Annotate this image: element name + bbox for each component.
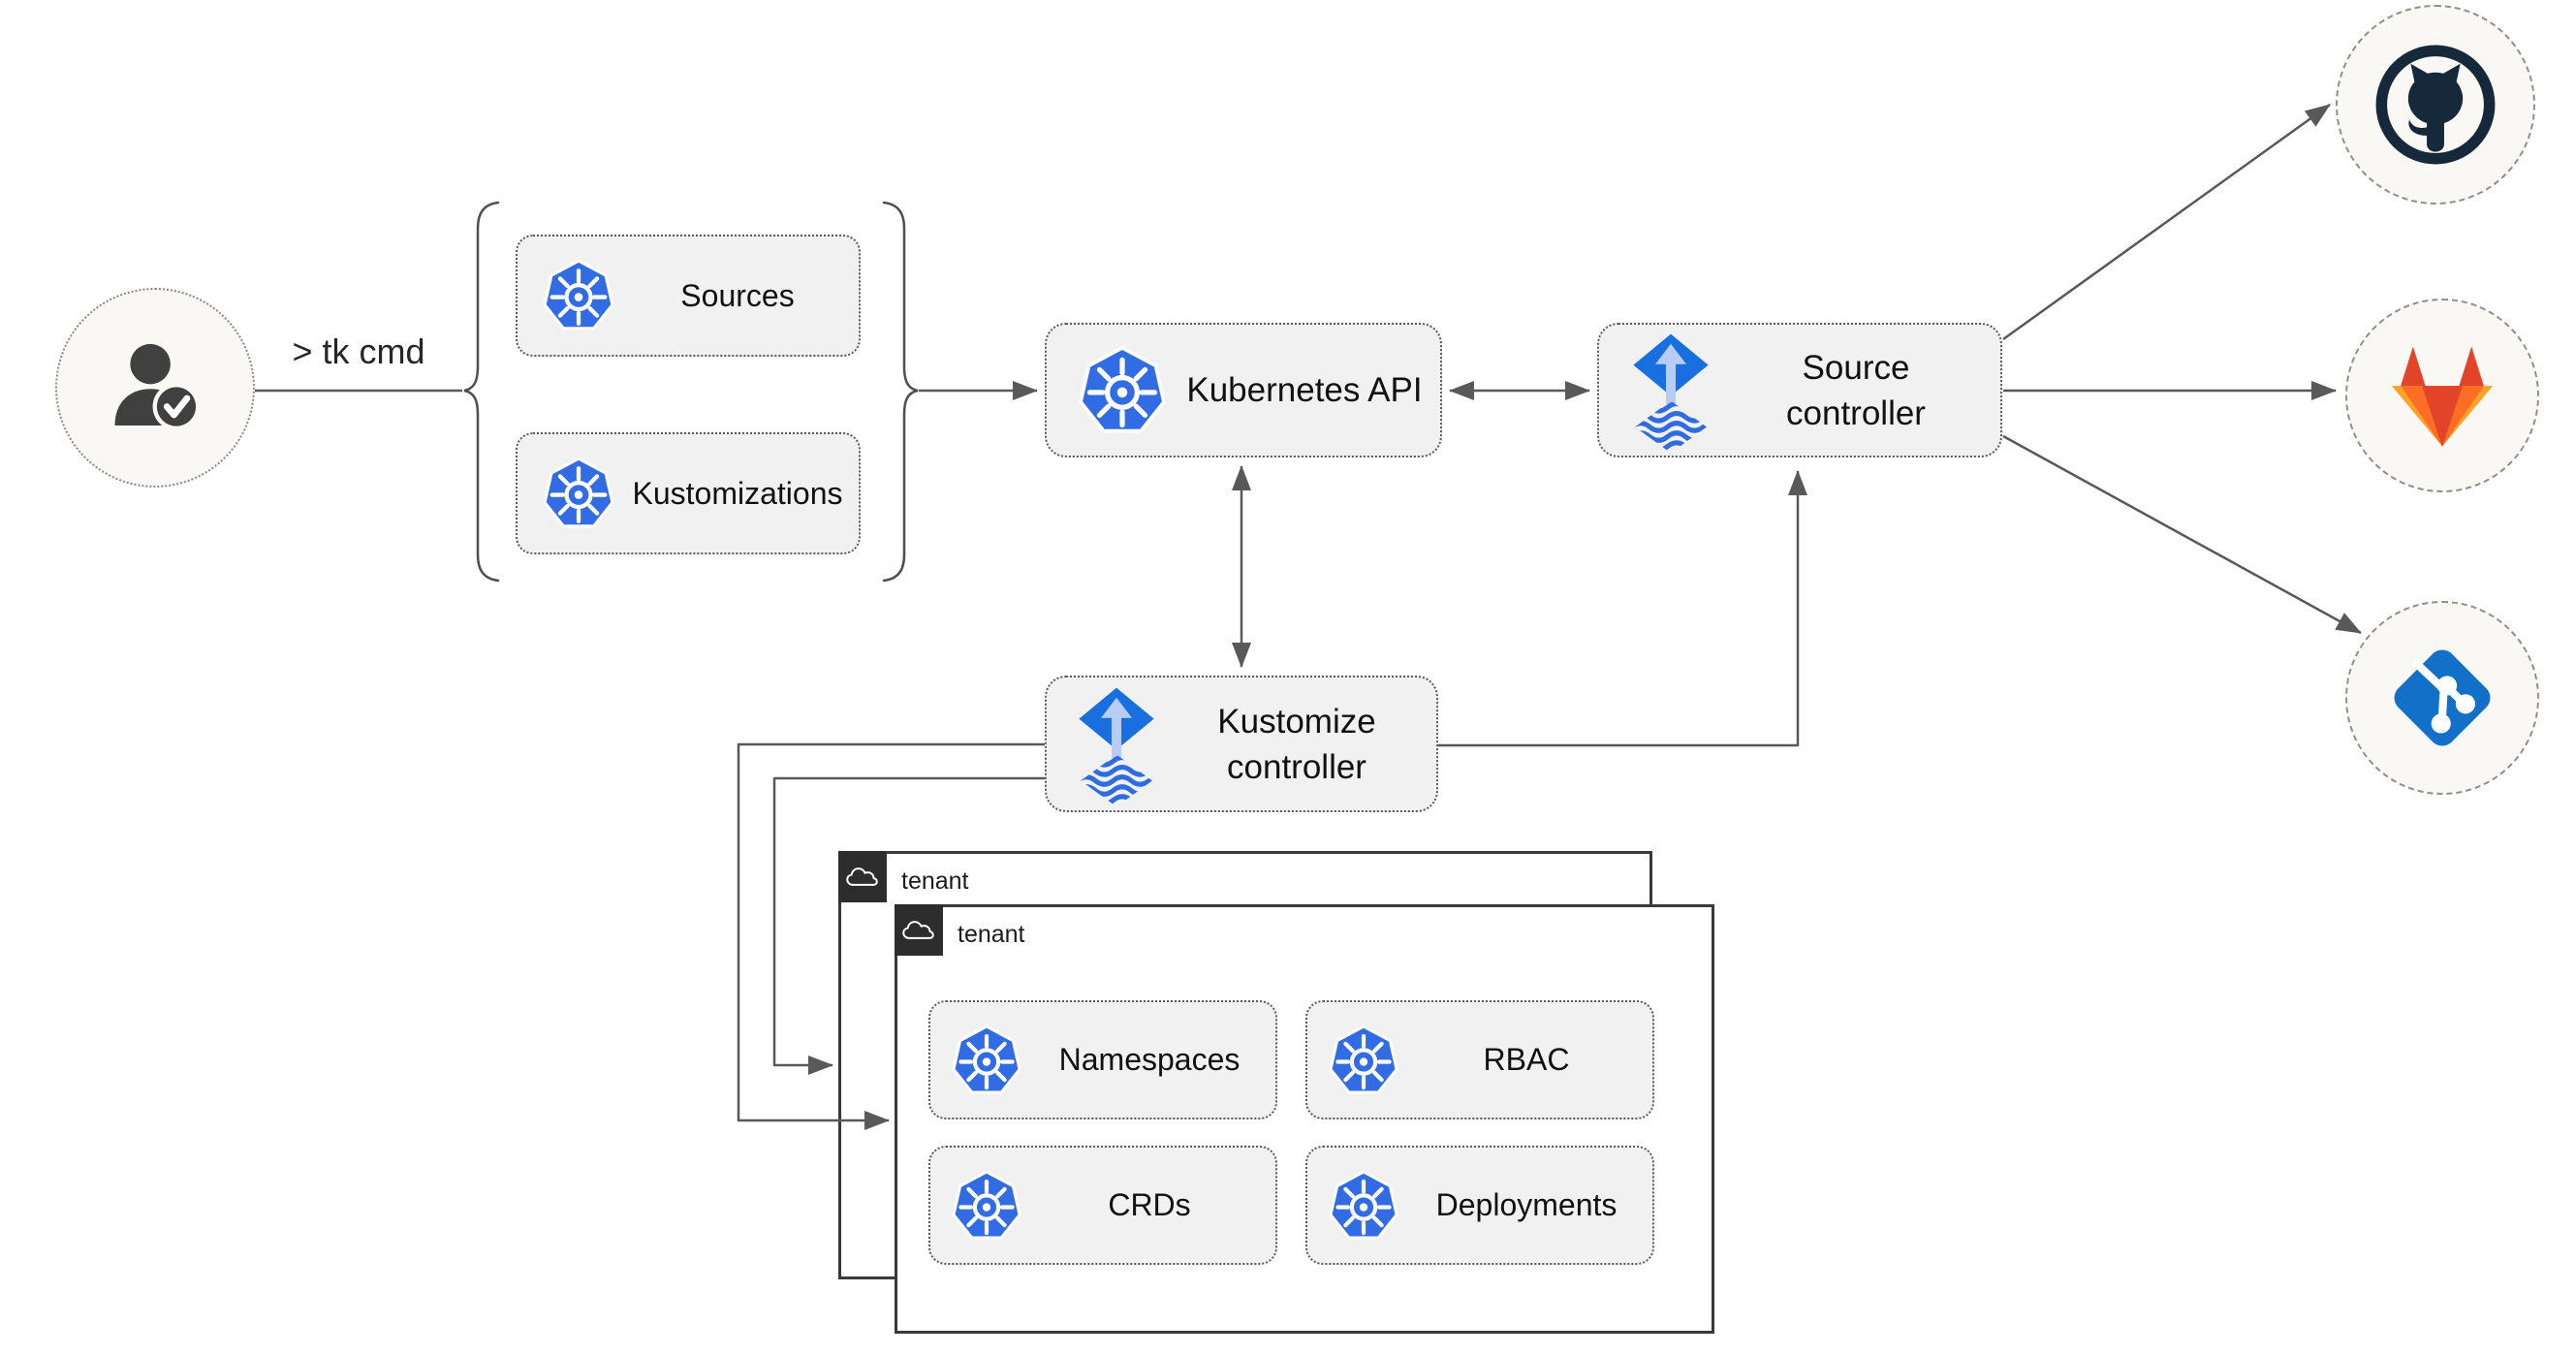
tenant-back-tab — [838, 851, 887, 902]
tenant-back-label: tenant — [901, 867, 969, 895]
kubernetes-icon — [541, 456, 616, 531]
kubernetes-icon — [950, 1169, 1023, 1243]
node-crds-label: CRDs — [1108, 1187, 1191, 1222]
node-kubernetes-api-label: Kubernetes API — [1186, 371, 1423, 409]
node-source-controller-label-line2: controller — [1786, 394, 1926, 432]
edge-kustomize-to-source-controller — [1438, 470, 1807, 747]
node-kustomize-controller: Kustomize controller — [1045, 676, 1438, 812]
edge-source-controller-to-github — [2002, 103, 2331, 341]
node-sources: Sources — [516, 235, 861, 357]
node-source-controller-label: Source controller — [1712, 345, 2000, 436]
remote-git-node — [2345, 601, 2539, 795]
kubernetes-icon — [541, 258, 616, 333]
edge-source-controller-to-git — [2002, 434, 2362, 635]
cloud-icon — [901, 918, 936, 942]
bracket-right — [882, 201, 919, 583]
flux-icon — [1630, 332, 1712, 455]
node-source-controller-label-line1: Source — [1802, 348, 1910, 387]
node-kustomize-controller-label: Kustomize controller — [1157, 699, 1436, 790]
bracket-left — [463, 201, 500, 583]
node-kustomize-controller-label-line1: Kustomize — [1217, 702, 1376, 741]
node-crds: CRDs — [928, 1146, 1277, 1265]
git-icon — [2381, 637, 2503, 759]
node-rbac-label: RBAC — [1483, 1042, 1570, 1077]
node-namespaces: Namespaces — [928, 1000, 1277, 1119]
node-deployments-label: Deployments — [1435, 1187, 1618, 1222]
node-kubernetes-api: Kubernetes API — [1045, 323, 1442, 457]
cli-command-label: > tk cmd — [292, 331, 425, 371]
node-source-controller: Source controller — [1597, 323, 2002, 457]
flux-icon — [1076, 686, 1157, 808]
tenant-front-label: tenant — [958, 921, 1025, 948]
node-rbac: RBAC — [1305, 1000, 1654, 1119]
remote-github-node — [2336, 5, 2535, 205]
node-kustomizations-label: Kustomizations — [632, 475, 843, 511]
kubernetes-icon — [950, 1024, 1023, 1097]
user-node — [55, 288, 255, 488]
tenant-front-tab — [895, 904, 943, 956]
node-kustomize-controller-label-line2: controller — [1227, 747, 1367, 786]
cloud-icon — [845, 865, 880, 889]
kubernetes-icon — [1076, 344, 1169, 437]
node-kustomizations: Kustomizations — [516, 432, 861, 554]
github-icon — [2373, 43, 2497, 167]
user-check-icon — [96, 329, 214, 447]
node-namespaces-label: Namespaces — [1058, 1042, 1241, 1077]
kubernetes-icon — [1327, 1024, 1400, 1097]
node-sources-label: Sources — [680, 277, 795, 313]
remote-gitlab-node — [2345, 299, 2539, 492]
kubernetes-icon — [1327, 1169, 1400, 1243]
node-deployments: Deployments — [1305, 1146, 1654, 1265]
gitlab-icon — [2386, 343, 2498, 449]
